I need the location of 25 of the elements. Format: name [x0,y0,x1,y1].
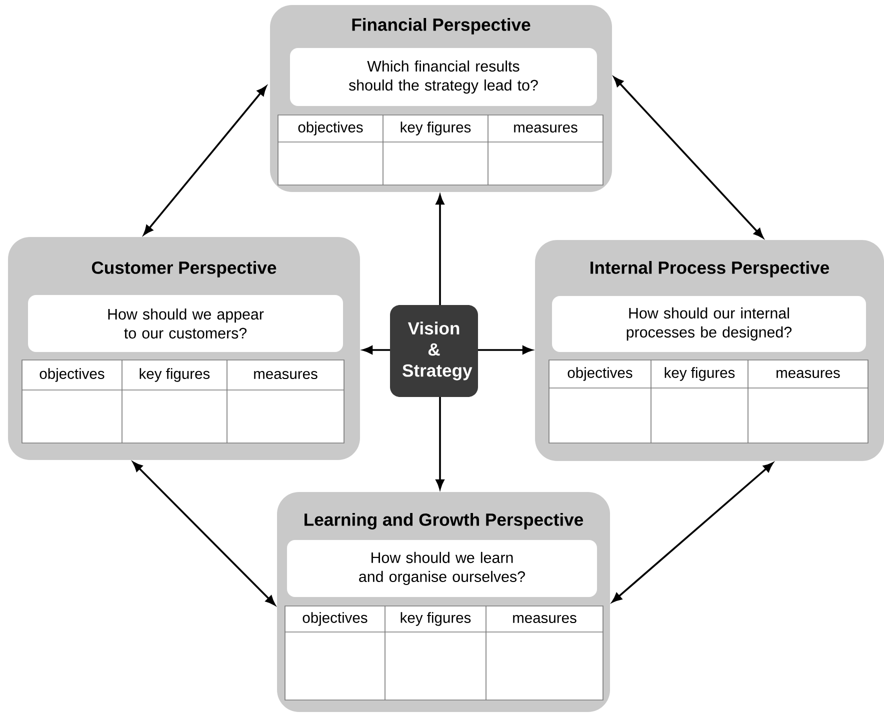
double-arrow [612,462,774,603]
center-box: Vision & Strategy [390,305,478,397]
column-header: key figures [664,367,735,381]
column-header: key figures [400,122,471,136]
arrow [436,194,444,305]
column-header: objectives [568,367,632,381]
column-header: measures [254,370,318,380]
double-arrow [132,462,276,606]
double-arrow [614,76,764,238]
column-header: key figures [400,612,471,626]
double-arrow [143,86,267,236]
question-box: Which financial results should the strategy lead to? [290,48,597,106]
question-box: How should we learn and organise ourselves? [287,540,597,597]
arrow [478,346,532,354]
question-box: How should our internal processes be designed? [552,296,866,352]
column-header: measures [776,370,840,378]
question-box: How should we appear to our customers? [28,295,344,352]
arrow [362,346,390,354]
column-header: measures [513,614,576,624]
column-header: measures [514,124,578,133]
column-header: objectives [40,368,104,382]
column-header: objectives [302,612,368,626]
column-header: objectives [298,122,363,136]
column-header: key figures [140,368,210,382]
arrow [436,397,444,490]
